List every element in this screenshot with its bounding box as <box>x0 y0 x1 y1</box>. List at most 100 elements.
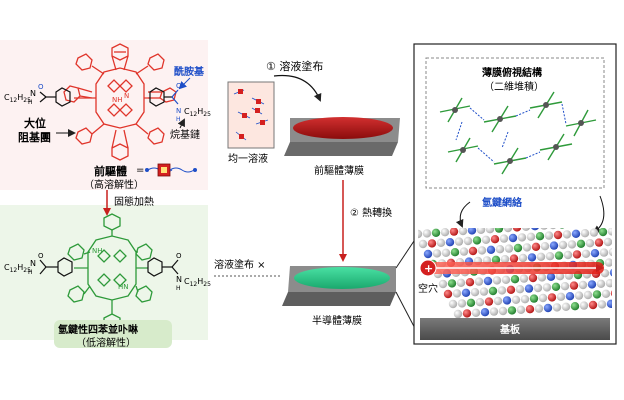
lattice-atom <box>576 239 586 248</box>
lattice-atom <box>579 301 589 310</box>
lattice-atom <box>445 238 455 247</box>
lattice-atom <box>534 304 544 313</box>
lattice-atom <box>459 247 469 256</box>
lattice-atom <box>443 289 453 299</box>
lattice-atom <box>431 228 441 237</box>
bulky-group-label-line2: 阻基團 <box>18 130 51 144</box>
lattice-atom <box>475 298 485 307</box>
precursor-left-substituent <box>39 87 96 107</box>
hbond-network-label: 氫鍵網絡 <box>482 196 523 209</box>
lattice-atom <box>594 238 604 247</box>
product-label-bg <box>54 320 172 348</box>
lattice-atom <box>588 300 598 310</box>
lattice-atom <box>522 243 532 252</box>
amide-o-bottom-right: O <box>176 252 182 260</box>
lattice-atom <box>519 274 529 283</box>
amide-h-left: H <box>28 99 33 106</box>
precursor-label-line1: 前驅體 <box>94 164 127 178</box>
substrate-block <box>420 318 610 340</box>
lattice-atom <box>503 228 513 233</box>
lattice-atom <box>509 254 519 263</box>
lattice-atom <box>604 258 612 267</box>
lattice-atom <box>484 297 494 306</box>
lattice-atom <box>589 228 599 237</box>
amide-n-bottom-left: N <box>30 259 36 268</box>
lattice-atom <box>567 240 577 249</box>
lattice-atom <box>583 290 593 300</box>
lattice-atom <box>476 228 486 235</box>
precursor-film-label: 前驅體薄膜 <box>314 164 364 177</box>
substrate-label: 基板 <box>499 323 521 336</box>
lattice-atom <box>578 280 588 290</box>
lattice-atom <box>545 252 555 261</box>
lattice-atom <box>479 287 489 296</box>
lattice-atom <box>485 228 495 234</box>
lattice-atom <box>427 239 437 248</box>
lattice-atom <box>525 305 535 314</box>
lattice-atom <box>540 242 550 251</box>
solid-heating-label: 固態加熱 <box>114 195 154 208</box>
lattice-atom <box>556 292 566 301</box>
amide-n-right: N <box>176 107 181 115</box>
lattice-atom <box>512 228 522 232</box>
lattice-atom <box>440 228 450 237</box>
lattice-atom <box>526 232 536 241</box>
lattice-atom <box>618 247 624 255</box>
lattice-atom <box>528 273 538 283</box>
lattice-atom <box>502 296 512 305</box>
n-right-top: N <box>124 92 129 100</box>
lattice-atom <box>493 296 503 306</box>
precursor-film <box>284 117 400 156</box>
lattice-atom <box>423 249 433 259</box>
lattice-atom <box>454 237 464 246</box>
lattice-atom <box>436 238 446 247</box>
lattice-atom <box>558 240 568 250</box>
lattice-atom <box>609 268 612 277</box>
lattice-atom <box>497 286 507 295</box>
lattice-atom <box>554 251 564 260</box>
product-right-substituent <box>136 257 179 277</box>
lattice-atom <box>449 228 459 236</box>
lattice-atom <box>498 306 508 316</box>
amide-group-label: 酰胺基 <box>174 65 205 78</box>
lattice-atom <box>450 248 460 257</box>
lattice-atom <box>533 283 543 293</box>
hole-symbol: + <box>424 262 433 275</box>
amide-o-right: O <box>176 82 182 90</box>
lattice-atom <box>501 275 511 284</box>
lattice-atom <box>477 246 487 255</box>
lattice-atom <box>500 255 510 264</box>
lattice-atom <box>432 249 442 258</box>
lattice-atom <box>474 277 484 286</box>
lattice-atom <box>458 228 468 236</box>
lattice-atom <box>489 307 499 316</box>
lattice-atom <box>465 278 475 287</box>
lattice-atom <box>585 239 595 248</box>
alkyl-formula-top-right: C12H25 <box>184 107 211 118</box>
lattice-atom <box>515 285 525 294</box>
top-view-title-line1: 薄膜俯視結構 <box>482 66 542 79</box>
semiconductor-film-label: 半導體薄膜 <box>312 314 362 327</box>
lattice-atom <box>511 295 521 304</box>
lattice-atom <box>543 303 553 313</box>
lattice-atom <box>572 250 582 259</box>
lattice-atom <box>518 253 528 263</box>
amide-pointer-arrow <box>178 77 191 90</box>
lattice-atom <box>596 279 606 288</box>
lattice-atom <box>562 230 572 239</box>
amide-o-bottom-left: O <box>38 252 44 260</box>
precursor-label-line2: （高溶解性） <box>84 178 144 191</box>
lattice-atom <box>581 249 591 258</box>
lattice-atom <box>619 268 624 276</box>
precursor-schematic-icon <box>145 163 197 177</box>
lattice-atom <box>516 305 526 314</box>
product-label-line2: （低溶解性） <box>76 336 136 349</box>
lattice-atom <box>551 282 561 291</box>
lattice-atom <box>560 282 570 291</box>
lattice-atom <box>453 309 463 318</box>
semiconductor-film <box>282 266 396 306</box>
lattice-atom <box>587 280 597 289</box>
lattice-atom <box>563 250 573 260</box>
nh-green-top: NH <box>92 247 103 255</box>
